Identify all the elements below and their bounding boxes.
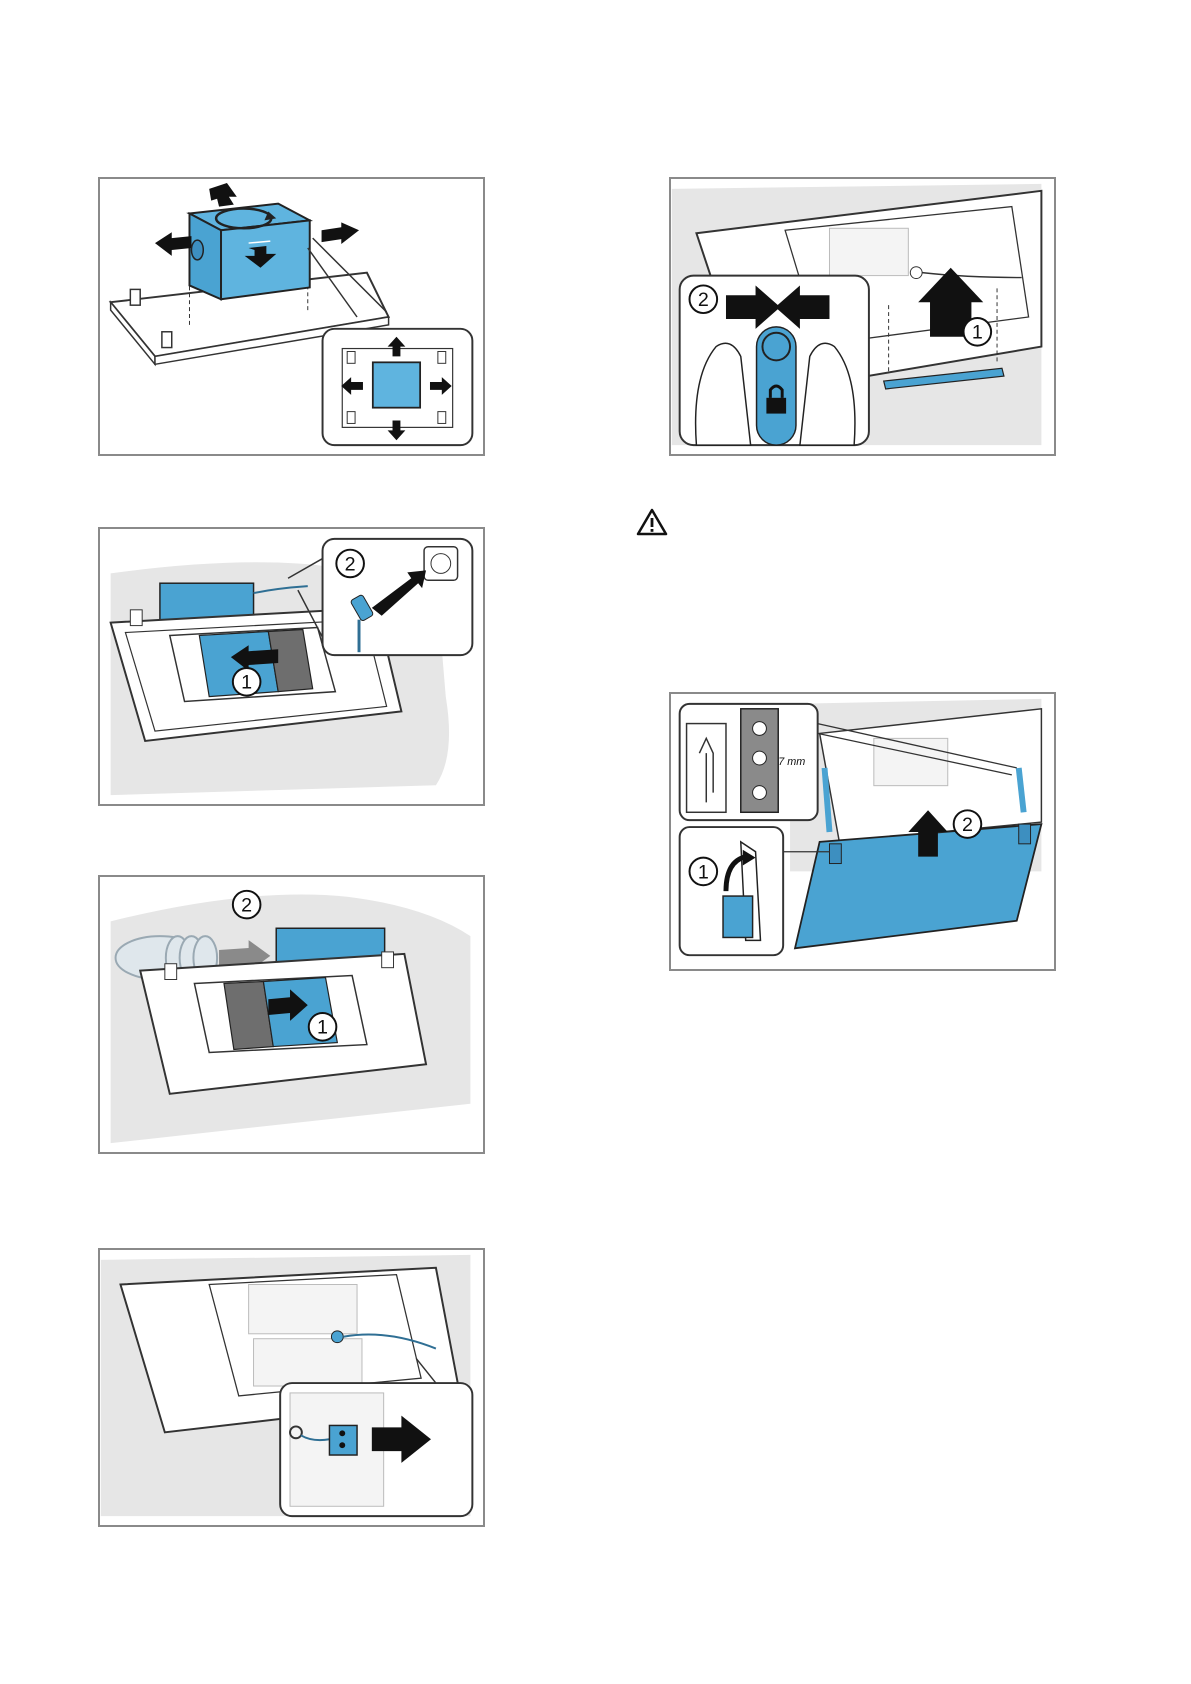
connector-plug-icon bbox=[329, 1425, 357, 1455]
step-number-2: 2 bbox=[241, 894, 252, 916]
step-number-2: 2 bbox=[698, 289, 709, 311]
dimension-label: 7 mm bbox=[778, 756, 805, 768]
step-number-2: 2 bbox=[962, 814, 973, 836]
figure-filter-remove-plug: 1 2 bbox=[98, 527, 485, 806]
arrow-left-icon bbox=[155, 232, 191, 256]
figure-filter-insert-hose: 2 1 bbox=[98, 875, 485, 1154]
figure-lock-filter: 1 2 bbox=[669, 177, 1056, 456]
arrow-up-icon bbox=[209, 183, 237, 207]
step-number-1: 1 bbox=[317, 1017, 328, 1039]
step-number-1: 1 bbox=[241, 672, 252, 694]
fan-box-illustration bbox=[100, 179, 483, 454]
figure-fan-box-rotation bbox=[98, 177, 485, 456]
step-number-1: 1 bbox=[698, 861, 709, 883]
figure-disconnect-connector bbox=[98, 1248, 485, 1527]
figure-mount-panel: 2 7 mm 1 bbox=[669, 692, 1056, 971]
step-number-2: 2 bbox=[345, 553, 356, 575]
lock-icon bbox=[766, 398, 786, 414]
arrow-right-icon bbox=[322, 222, 359, 244]
warning-triangle-icon bbox=[636, 508, 668, 536]
step-number-1: 1 bbox=[972, 322, 983, 344]
